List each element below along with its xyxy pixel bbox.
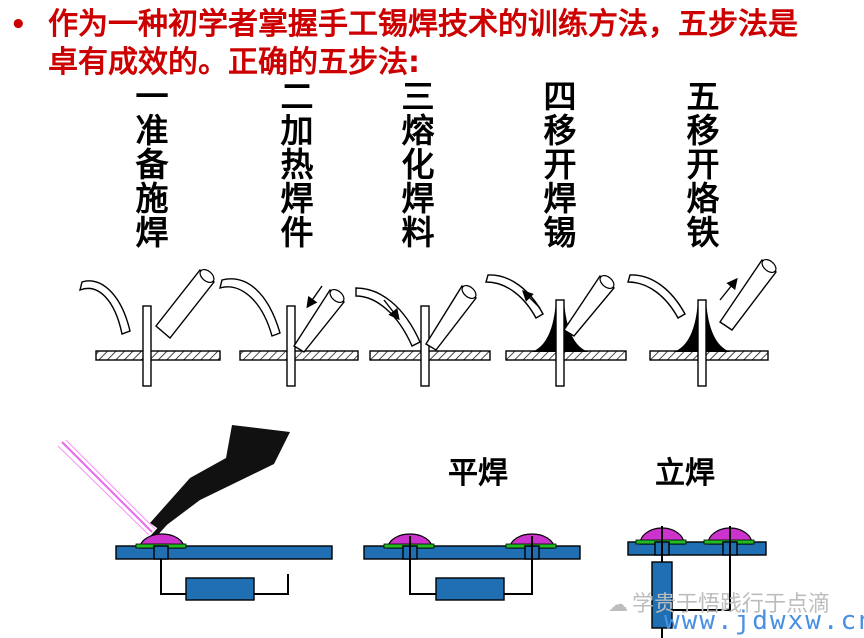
resistor xyxy=(435,577,505,601)
step-char: 焊 xyxy=(401,179,435,218)
step-label-4: 四 移 开 焊 锡 xyxy=(540,80,580,250)
step-char: 准 xyxy=(135,111,169,150)
solder-wire xyxy=(78,280,131,335)
step-char: 料 xyxy=(401,213,435,252)
step-2-diagram xyxy=(219,278,359,387)
heading-line-1: 作为一种初学者掌握手工锡焊技术的训练方法，五步法是 xyxy=(48,7,798,42)
step-char: 五 xyxy=(686,77,720,116)
component-lead xyxy=(420,305,430,387)
flat-welding-label: 平焊 xyxy=(448,456,508,491)
pcb-board xyxy=(95,350,221,361)
iron-laser-diagram xyxy=(57,425,333,601)
solder-wire xyxy=(627,274,686,319)
heading: • 作为一种初学者掌握手工锡焊技术的训练方法，五步法是 卓有成效的。正确的五步法… xyxy=(10,6,860,82)
step-char: 开 xyxy=(543,145,577,184)
step-char: 烙 xyxy=(686,179,720,218)
arrow-icon xyxy=(383,299,400,321)
step-label-1: 一 准 备 施 焊 xyxy=(132,80,172,250)
arrow-icon xyxy=(306,285,323,309)
step-char: 二 xyxy=(280,77,314,116)
bullet-icon: • xyxy=(10,10,27,40)
step-char: 备 xyxy=(135,145,169,184)
step-char: 一 xyxy=(135,77,169,116)
step-char: 化 xyxy=(401,145,435,184)
flat-welding-diagram xyxy=(363,533,581,601)
step-label-3: 三 熔 化 焊 料 xyxy=(398,80,438,250)
step-char: 移 xyxy=(686,111,720,150)
step-3-diagram xyxy=(355,284,491,387)
step-label-2: 二 加 热 焊 件 xyxy=(277,80,317,250)
step-1-diagram xyxy=(78,268,221,387)
pcb-board xyxy=(369,350,491,361)
step-char: 开 xyxy=(686,145,720,184)
pcb-board xyxy=(239,350,359,361)
arrow-icon xyxy=(522,290,541,309)
step-char: 铁 xyxy=(686,213,720,252)
component-lead xyxy=(697,299,707,387)
step-char: 锡 xyxy=(543,213,577,252)
step-char: 件 xyxy=(280,213,314,252)
arrow-icon xyxy=(719,277,738,301)
pcb-board xyxy=(649,350,769,361)
pcb-board xyxy=(115,545,333,560)
solder-wire xyxy=(485,274,544,319)
step-char: 施 xyxy=(135,179,169,218)
step-char: 焊 xyxy=(543,179,577,218)
step-char: 移 xyxy=(543,111,577,150)
solder-wire xyxy=(355,287,421,347)
pcb-board xyxy=(505,350,627,361)
resistor xyxy=(185,577,255,601)
step-char: 四 xyxy=(543,77,577,116)
heading-line-2: 卓有成效的。正确的五步法: xyxy=(48,45,420,80)
site-url-watermark[interactable]: www.jdwxw.cn xyxy=(664,606,864,636)
wechat-icon: ☁ xyxy=(608,592,628,616)
step-char: 加 xyxy=(280,111,314,150)
step-char: 热 xyxy=(280,145,314,184)
step-char: 三 xyxy=(401,77,435,116)
wechat-watermark-text: 学贵于悟践行于点滴 xyxy=(632,592,831,617)
step-char: 焊 xyxy=(280,179,314,218)
soldering-iron-handle xyxy=(150,425,290,530)
wechat-watermark: ☁学贵于悟践行于点滴 xyxy=(608,586,830,618)
step-char: 焊 xyxy=(135,213,169,252)
laser-beam xyxy=(61,441,153,533)
step-4-diagram xyxy=(485,274,627,387)
component-lead xyxy=(142,305,152,387)
step-label-5: 五 移 开 烙 铁 xyxy=(683,80,723,250)
component-lead xyxy=(555,299,565,387)
step-5-diagram xyxy=(627,258,777,387)
resistor xyxy=(651,561,673,629)
solder-wire xyxy=(219,278,281,337)
step-char: 熔 xyxy=(401,111,435,150)
vertical-welding-label: 立焊 xyxy=(655,456,715,491)
vertical-welding-diagram xyxy=(627,526,767,638)
